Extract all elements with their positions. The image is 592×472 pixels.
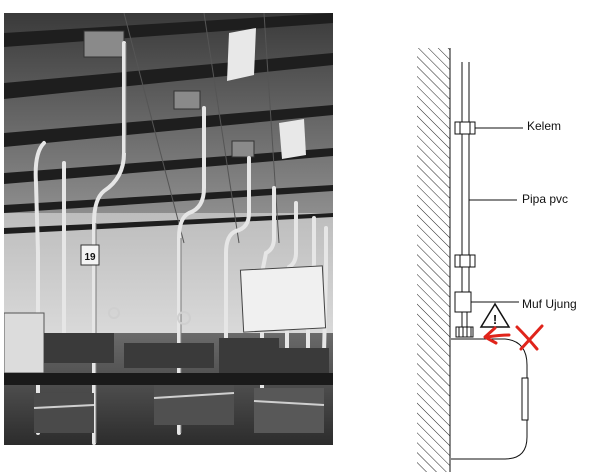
label-muf-ujung: Muf Ujung [522, 297, 577, 311]
warning-triangle-icon: ! [479, 302, 511, 328]
clamp-top [454, 121, 476, 135]
label-kelem: Kelem [527, 119, 562, 133]
installation-diagram: ! [417, 48, 544, 472]
end-coupling [454, 291, 472, 313]
sign-number: 19 [84, 252, 96, 263]
ceiling-slats [123, 13, 280, 244]
svg-text:!: ! [493, 312, 497, 327]
red-cross-icon [515, 324, 544, 351]
workshop-photo: 19 [4, 13, 333, 445]
hanging-paper [239, 265, 327, 333]
coupling-nut [455, 326, 474, 338]
machine-highlights [33, 307, 325, 409]
label-pipa-pvc: Pipa pvc [522, 192, 569, 206]
hatched-wall [417, 48, 450, 472]
conduit-pipes [33, 41, 328, 445]
junction-box-cover [521, 377, 529, 421]
junction-boxes [83, 30, 255, 158]
machinery [4, 312, 333, 433]
red-arrow-icon [483, 326, 511, 345]
number-sign: 19 [80, 244, 100, 266]
clamp-bottom [454, 254, 476, 268]
junction-box [451, 338, 528, 460]
ceiling-lights [227, 28, 306, 159]
